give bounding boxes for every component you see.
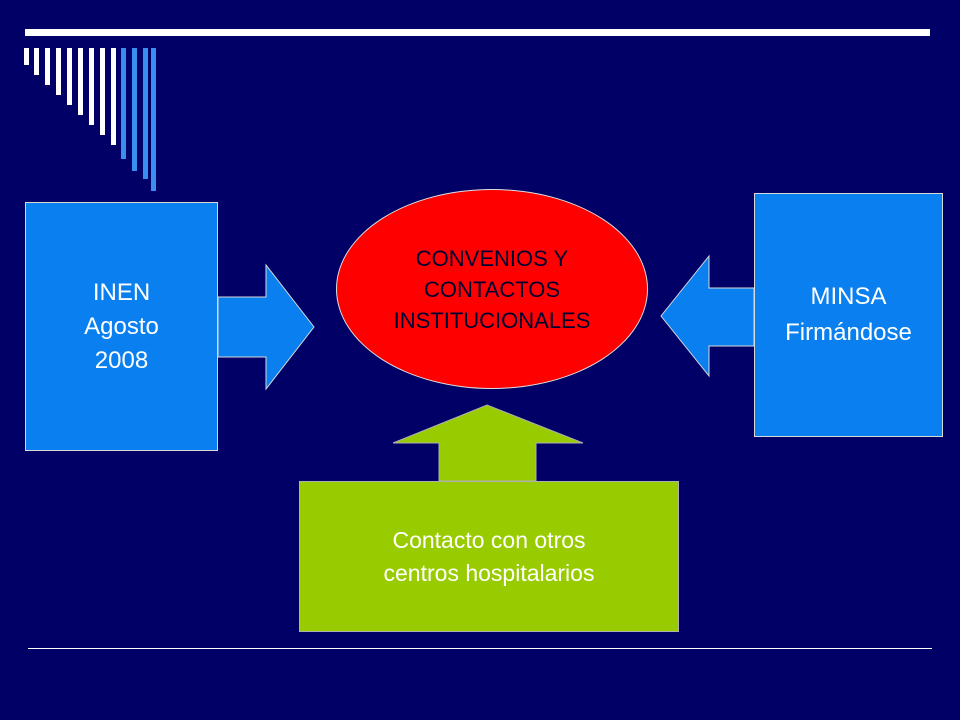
stripe [100,48,105,135]
vertical-stripes-decoration [24,48,156,191]
stripe [143,48,148,179]
stripe [132,48,137,171]
convenios-ellipse: CONVENIOS Y CONTACTOS INSTITUCIONALES [336,189,648,389]
bottom-rule [28,648,932,649]
center-line-2: CONTACTOS [423,276,561,302]
minsa-label: MINSA [810,283,887,310]
arrow-left-from-minsa [660,254,755,378]
stripe [121,48,126,159]
center-line-3: INSTITUCIONALES [393,307,591,333]
stripe [56,48,61,95]
contact-line-1: Contacto con otros [392,526,586,553]
stripe [67,48,72,105]
top-rule [25,29,930,36]
stripe [151,48,156,191]
stripe [89,48,94,125]
inen-year: 2008 [94,346,149,374]
minsa-box: MINSA Firmándose [754,193,943,437]
contact-box: Contacto con otros centros hospitalarios [299,481,679,632]
stripe [78,48,83,115]
stripe [34,48,39,75]
inen-box: INEN Agosto 2008 [25,202,218,451]
stripe [24,48,29,65]
minsa-status: Firmándose [785,319,912,346]
stripe [111,48,116,145]
center-line-1: CONVENIOS Y [415,245,569,271]
arrow-right-from-inen [217,263,315,391]
arrow-up-from-contact [392,404,584,482]
contact-line-2: centros hospitalarios [383,559,595,586]
stripe [45,48,50,85]
inen-month: Agosto [84,312,159,340]
inen-label: INEN [92,278,151,306]
